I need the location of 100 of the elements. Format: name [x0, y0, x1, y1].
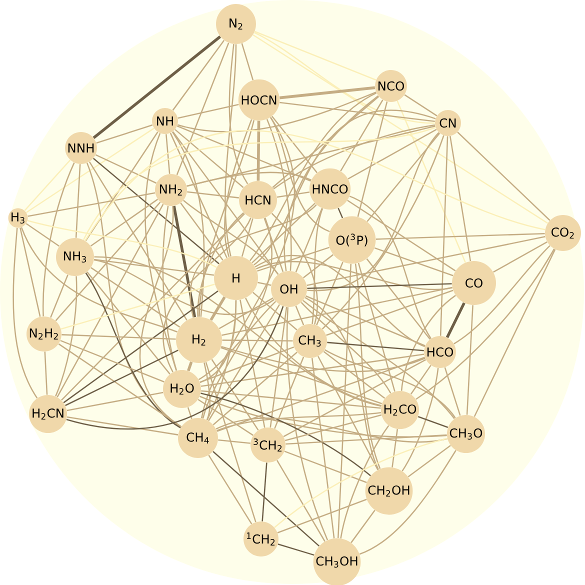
edge-line	[306, 295, 426, 346]
edge-line	[90, 267, 180, 328]
edge-line	[178, 104, 239, 119]
edge-line	[216, 356, 425, 432]
edge-line	[254, 254, 426, 348]
edge-line	[208, 454, 252, 524]
edge-line	[212, 352, 298, 426]
edge-line	[206, 300, 237, 420]
edge-line	[272, 116, 318, 174]
edge-line	[172, 40, 225, 111]
edge-line	[222, 340, 293, 342]
edge-line	[286, 434, 447, 445]
edge-line	[28, 192, 156, 217]
edge-line	[176, 42, 230, 176]
edge-line	[274, 438, 448, 528]
edge-line	[284, 414, 382, 442]
edge-line	[166, 134, 170, 174]
edge-line	[139, 206, 182, 428]
edge-line	[317, 356, 378, 470]
edge-line	[201, 390, 381, 409]
edge-line	[366, 258, 431, 340]
edge-line	[183, 200, 279, 275]
edge-line	[27, 220, 217, 268]
edge-line	[408, 444, 451, 478]
edge-line	[446, 302, 466, 338]
edge-line	[94, 256, 382, 407]
edge-line	[224, 44, 237, 256]
edge-line	[198, 120, 255, 317]
species-node: NNH	[65, 132, 97, 164]
edge-line	[85, 132, 158, 242]
edge-line	[252, 202, 316, 264]
edge-line	[94, 259, 274, 315]
edge-line	[418, 416, 448, 428]
edge-line	[493, 241, 548, 273]
species-node: H$_{3}$	[8, 208, 28, 228]
edge-line	[162, 218, 252, 372]
species-node: H$_{2}$O	[163, 370, 201, 408]
edge-line	[284, 95, 379, 272]
edge-line	[337, 264, 352, 538]
species-node: H	[214, 256, 258, 300]
edge-line	[302, 300, 455, 420]
edge-line	[474, 249, 556, 417]
species-node: CH$_{4}$	[178, 418, 218, 458]
species-node: NH$_{3}$	[56, 238, 94, 276]
edge-line	[26, 128, 154, 214]
edge-line	[50, 274, 68, 318]
species-node: H$_{2}$CN	[28, 394, 68, 434]
edge-line	[396, 100, 466, 263]
edge-line	[276, 192, 310, 198]
species-node: NCO	[375, 70, 407, 102]
edge-line	[276, 460, 326, 542]
edge-line	[204, 362, 211, 420]
edge-line	[218, 297, 274, 330]
edge-line	[186, 172, 312, 187]
edge-line	[26, 223, 60, 247]
edge-line	[218, 439, 250, 444]
edge-line	[400, 294, 456, 391]
edge-line	[92, 36, 222, 139]
species-node: CH$_{2}$OH	[365, 467, 413, 515]
edge-line	[307, 132, 440, 291]
edge-line	[374, 247, 454, 276]
edge-line	[20, 227, 178, 332]
edge-line	[56, 204, 164, 398]
edge-line	[306, 236, 546, 286]
edge-line	[249, 92, 377, 262]
species-node: CH$_{3}$OH	[313, 538, 361, 585]
edge-line	[416, 248, 555, 400]
edge-line	[303, 254, 334, 278]
edge-line	[224, 119, 252, 258]
edge-line	[245, 298, 382, 406]
edge-line	[322, 135, 444, 330]
edge-line	[162, 206, 178, 371]
edge-line	[94, 258, 214, 276]
edge-line	[359, 450, 456, 555]
edge-line	[280, 86, 376, 100]
species-node: CO$_{2}$	[545, 215, 581, 251]
edge-line	[85, 272, 181, 428]
edge-line	[323, 350, 386, 399]
edge-line	[366, 132, 440, 222]
species-node: N$_{2}$	[216, 4, 256, 44]
edge-line	[402, 368, 439, 472]
edge-line	[172, 206, 196, 318]
edge-line	[241, 218, 254, 257]
edge-line	[172, 131, 279, 275]
edge-line	[20, 228, 41, 317]
species-node: H$_{2}$CO	[380, 390, 420, 430]
edge-line	[284, 450, 367, 484]
edge-line	[60, 340, 164, 382]
edge-line	[264, 218, 284, 272]
edge-line	[283, 359, 426, 438]
edge-line	[84, 130, 546, 242]
edge-line	[62, 334, 176, 340]
edge-line	[262, 462, 268, 522]
edge-line	[42, 162, 75, 316]
edge-line	[270, 306, 288, 428]
edge-line	[311, 358, 335, 538]
edge-line	[200, 346, 294, 383]
edge-line	[66, 392, 164, 412]
edge-line	[221, 346, 426, 372]
edge-line	[75, 164, 81, 238]
